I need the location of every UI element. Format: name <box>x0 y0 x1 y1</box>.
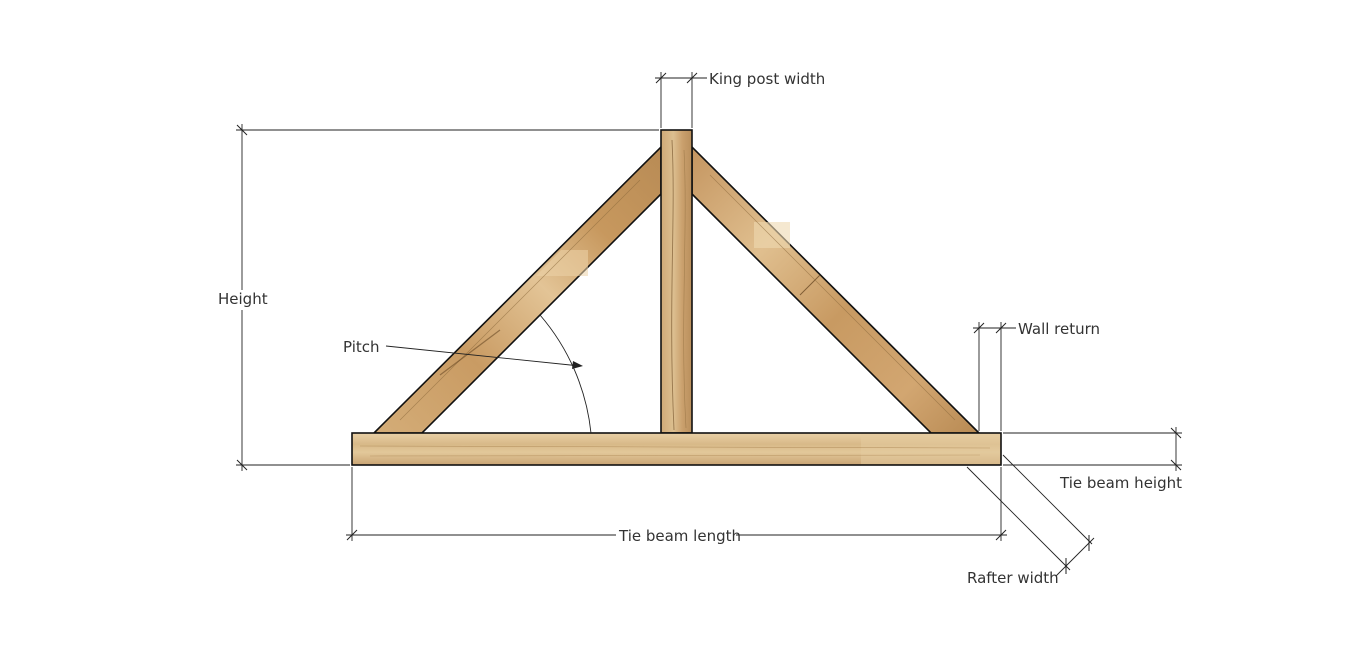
tie-beam <box>351 432 1002 466</box>
height-label: Height <box>218 290 268 308</box>
king-post-width-dimension: King post width <box>655 70 825 128</box>
left-rafter <box>372 145 662 434</box>
wall-return-label: Wall return <box>1018 320 1100 338</box>
tie-beam-height-dimension: Tie beam height <box>1003 427 1182 492</box>
wall-return-dimension: Wall return <box>973 320 1100 431</box>
pitch-annotation: Pitch <box>343 314 592 434</box>
height-dimension: Height <box>218 124 659 471</box>
tie-beam-height-label: Tie beam height <box>1059 474 1182 492</box>
rafter-width-dimension: Rafter width <box>966 454 1095 587</box>
tie-beam-length-label: Tie beam length <box>618 527 741 545</box>
right-rafter <box>691 145 981 434</box>
tie-beam-length-dimension: Tie beam length <box>346 467 1007 545</box>
king-post-width-label: King post width <box>709 70 825 88</box>
pitch-label: Pitch <box>343 338 380 356</box>
rafter-width-label: Rafter width <box>967 569 1059 587</box>
king-post <box>660 129 693 434</box>
